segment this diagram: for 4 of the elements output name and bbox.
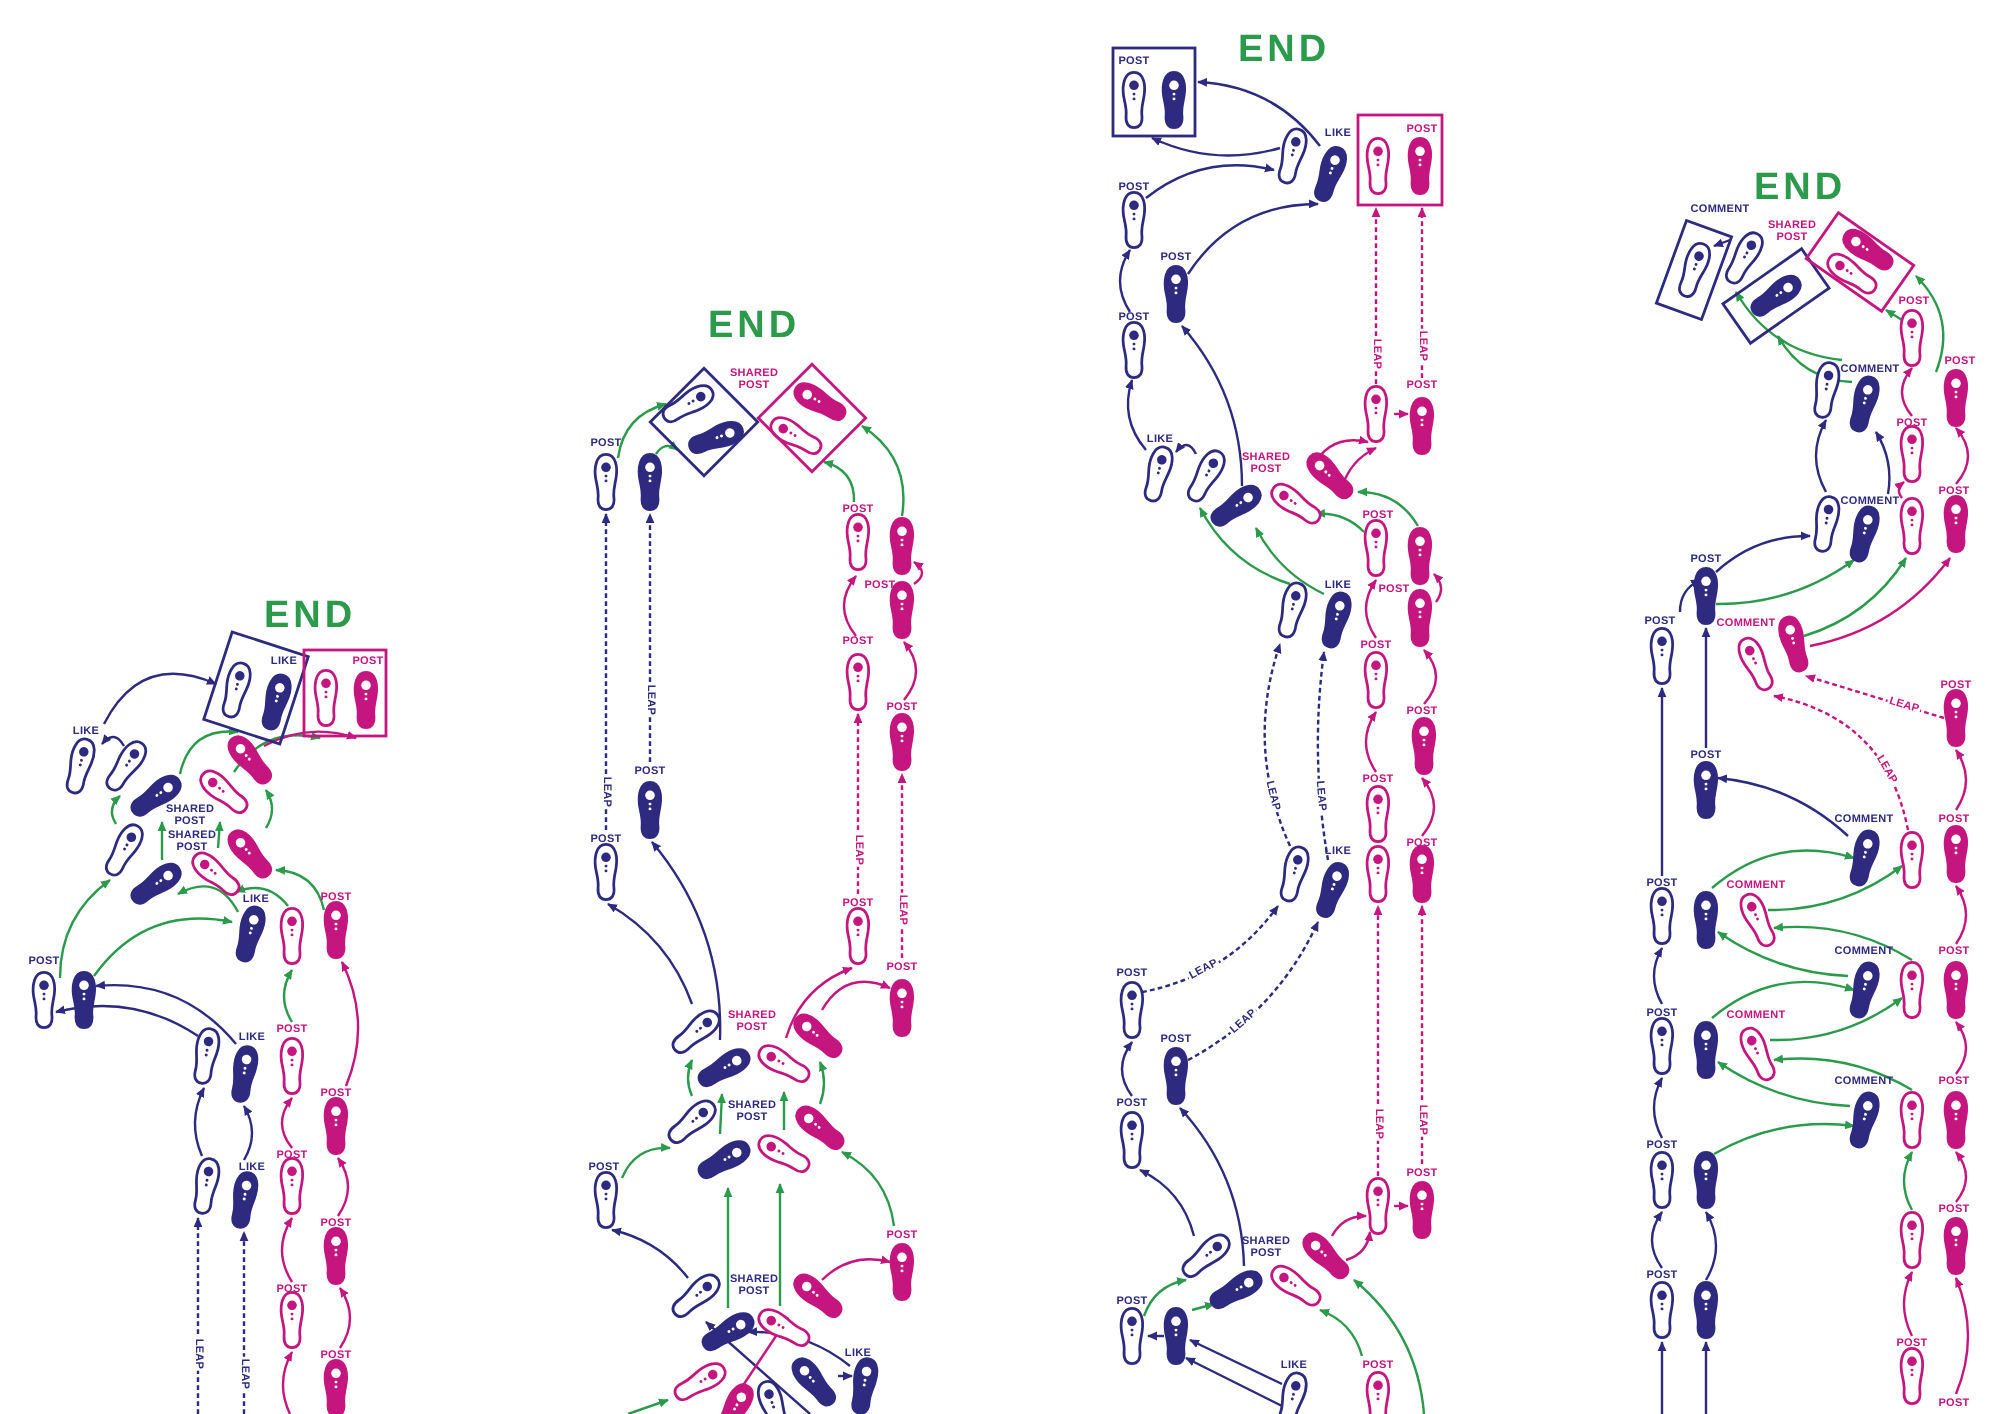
end-heading: END (1237, 31, 1331, 69)
end-heading: END (263, 597, 357, 635)
end-heading: END (1753, 169, 1847, 207)
end-heading: END (707, 307, 801, 345)
